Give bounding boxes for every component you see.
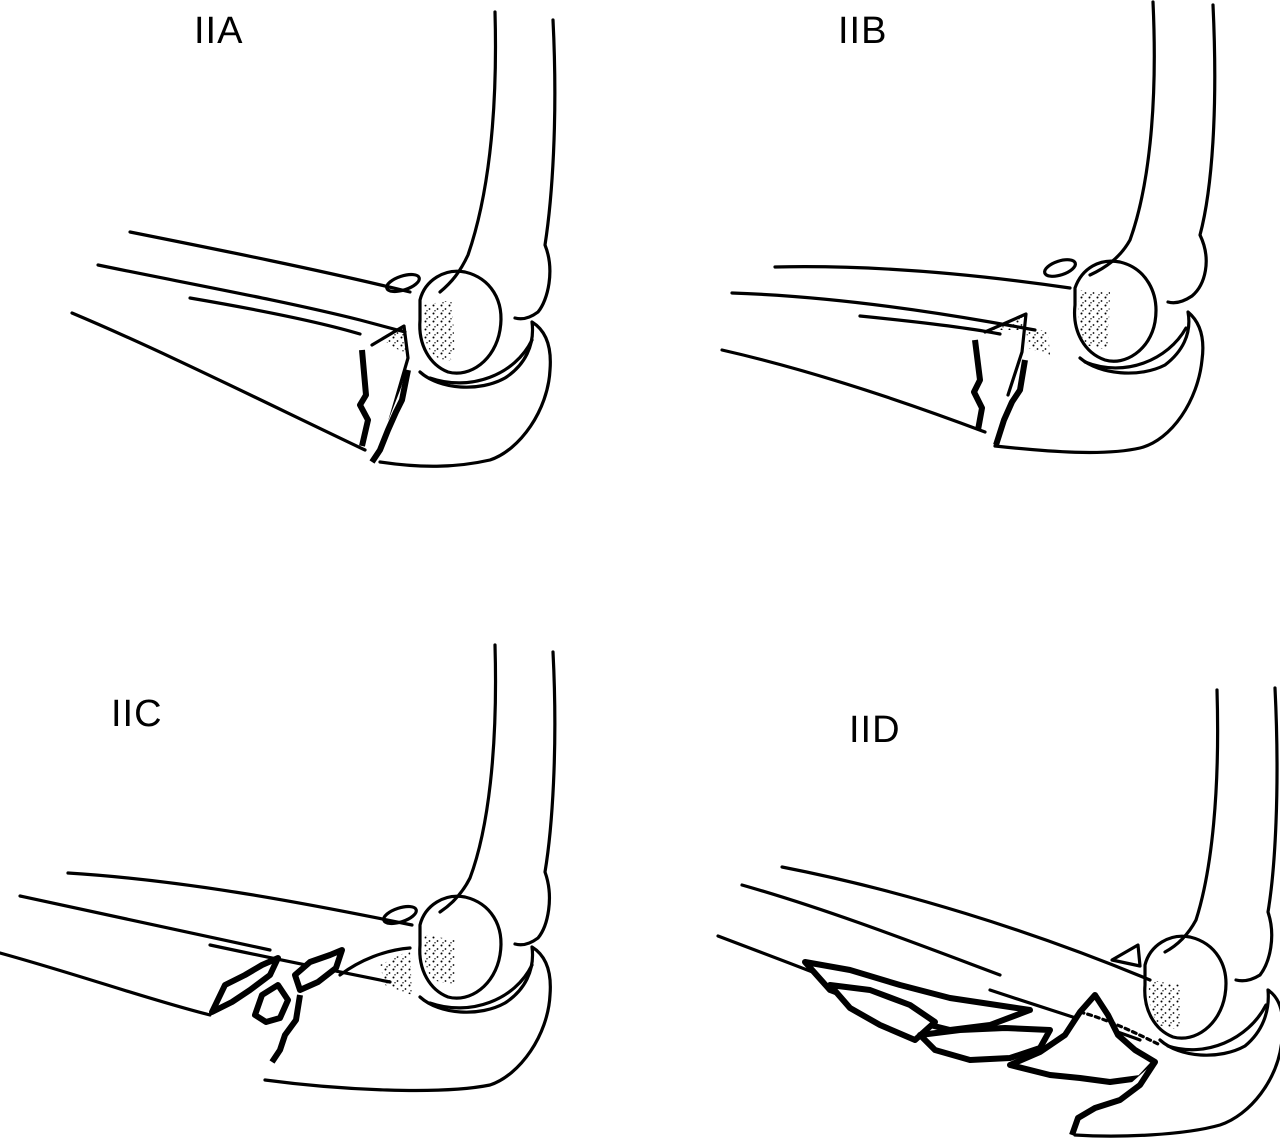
fracture-fragment-comminuted-4 — [1007, 992, 1158, 1085]
radius-upper-edge — [780, 865, 1152, 982]
ulna-lower-edge — [0, 951, 212, 1017]
fracture-fragment-comminuted-2 — [827, 982, 938, 1043]
capitellum-stipple — [422, 300, 455, 361]
fracture-fragment-stipple — [380, 326, 408, 356]
fracture-fragment-stipple — [988, 316, 1050, 355]
trochlea-line — [1166, 1003, 1268, 1052]
radius-upper-edge — [66, 871, 414, 927]
fracture-fragment — [370, 324, 410, 422]
ulna-olecranon — [993, 310, 1205, 455]
ulna-olecranon — [1073, 988, 1280, 1138]
humerus-shaft-front — [1163, 688, 1220, 954]
fracture-fragment — [983, 312, 1028, 397]
panel-label-iic: IIC — [111, 693, 163, 735]
radial-head — [385, 272, 421, 294]
humerus-shaft-back — [1166, 3, 1217, 305]
ulna-lower-edge — [70, 311, 367, 452]
ulna-lower-edge — [716, 934, 822, 977]
capitellum — [418, 269, 503, 375]
ulna-lower-edge — [720, 348, 987, 434]
capitellum — [1072, 259, 1158, 363]
panel-iia-illustration — [70, 10, 557, 468]
humerus-shaft-back — [513, 650, 557, 947]
radius-lower-edge — [96, 263, 407, 334]
humerus-shaft-back — [1234, 686, 1279, 983]
capitellum-stipple — [1148, 980, 1180, 1030]
radial-head-fragment — [1110, 943, 1142, 968]
panel-label-iid: IID — [849, 709, 901, 751]
fracture-line-jagged — [971, 339, 1028, 446]
fracture-dashed-line — [1078, 1010, 1162, 1047]
panel-iib-illustration — [720, 0, 1217, 455]
fracture-fragment — [338, 946, 412, 977]
humerus-shaft-back — [513, 18, 557, 321]
fracture-fragment-comminuted-3 — [917, 1025, 1053, 1063]
capitellum — [418, 894, 503, 1000]
fracture-fragment-comminuted-3 — [292, 947, 345, 993]
panel-label-iib: IIB — [838, 10, 888, 52]
ulna-upper-edge — [188, 296, 362, 336]
ulna-olecranon — [263, 945, 552, 1093]
capitellum-stipple — [423, 935, 455, 985]
radius-upper-edge — [773, 265, 1072, 290]
radius-lower-edge — [740, 883, 1002, 977]
humerus-shaft-front — [438, 10, 498, 294]
capitellum-stipple — [1077, 290, 1110, 350]
ulna-upper-edge — [858, 314, 1002, 336]
fracture-fragment-comminuted-1 — [209, 955, 281, 1015]
panel-iic-illustration — [0, 643, 557, 1093]
panel-label-iia: IIA — [194, 10, 244, 52]
panel-iid-illustration — [716, 686, 1280, 1138]
fracture-fragment-stipple — [380, 950, 412, 995]
radius-upper-edge — [128, 230, 412, 294]
trochlea-line — [428, 338, 534, 385]
radius-lower-edge — [730, 291, 1037, 332]
fracture-line-jagged — [357, 349, 411, 464]
fracture-line-jagged — [1069, 1060, 1158, 1136]
trochlea-line — [428, 963, 534, 1010]
capitellum — [1143, 934, 1228, 1040]
fracture-fragment-comminuted-2 — [252, 982, 291, 1025]
fracture-line-jagged — [269, 994, 303, 1064]
radius-lower-edge — [18, 894, 272, 952]
humerus-shaft-front — [438, 643, 498, 914]
radial-head — [382, 904, 418, 926]
ulna-olecranon — [378, 320, 552, 468]
radial-head — [1043, 258, 1077, 278]
trochlea-line — [1083, 326, 1188, 370]
humerus-shaft-front — [1088, 0, 1156, 277]
ulna-upper-edge — [988, 988, 1142, 1042]
